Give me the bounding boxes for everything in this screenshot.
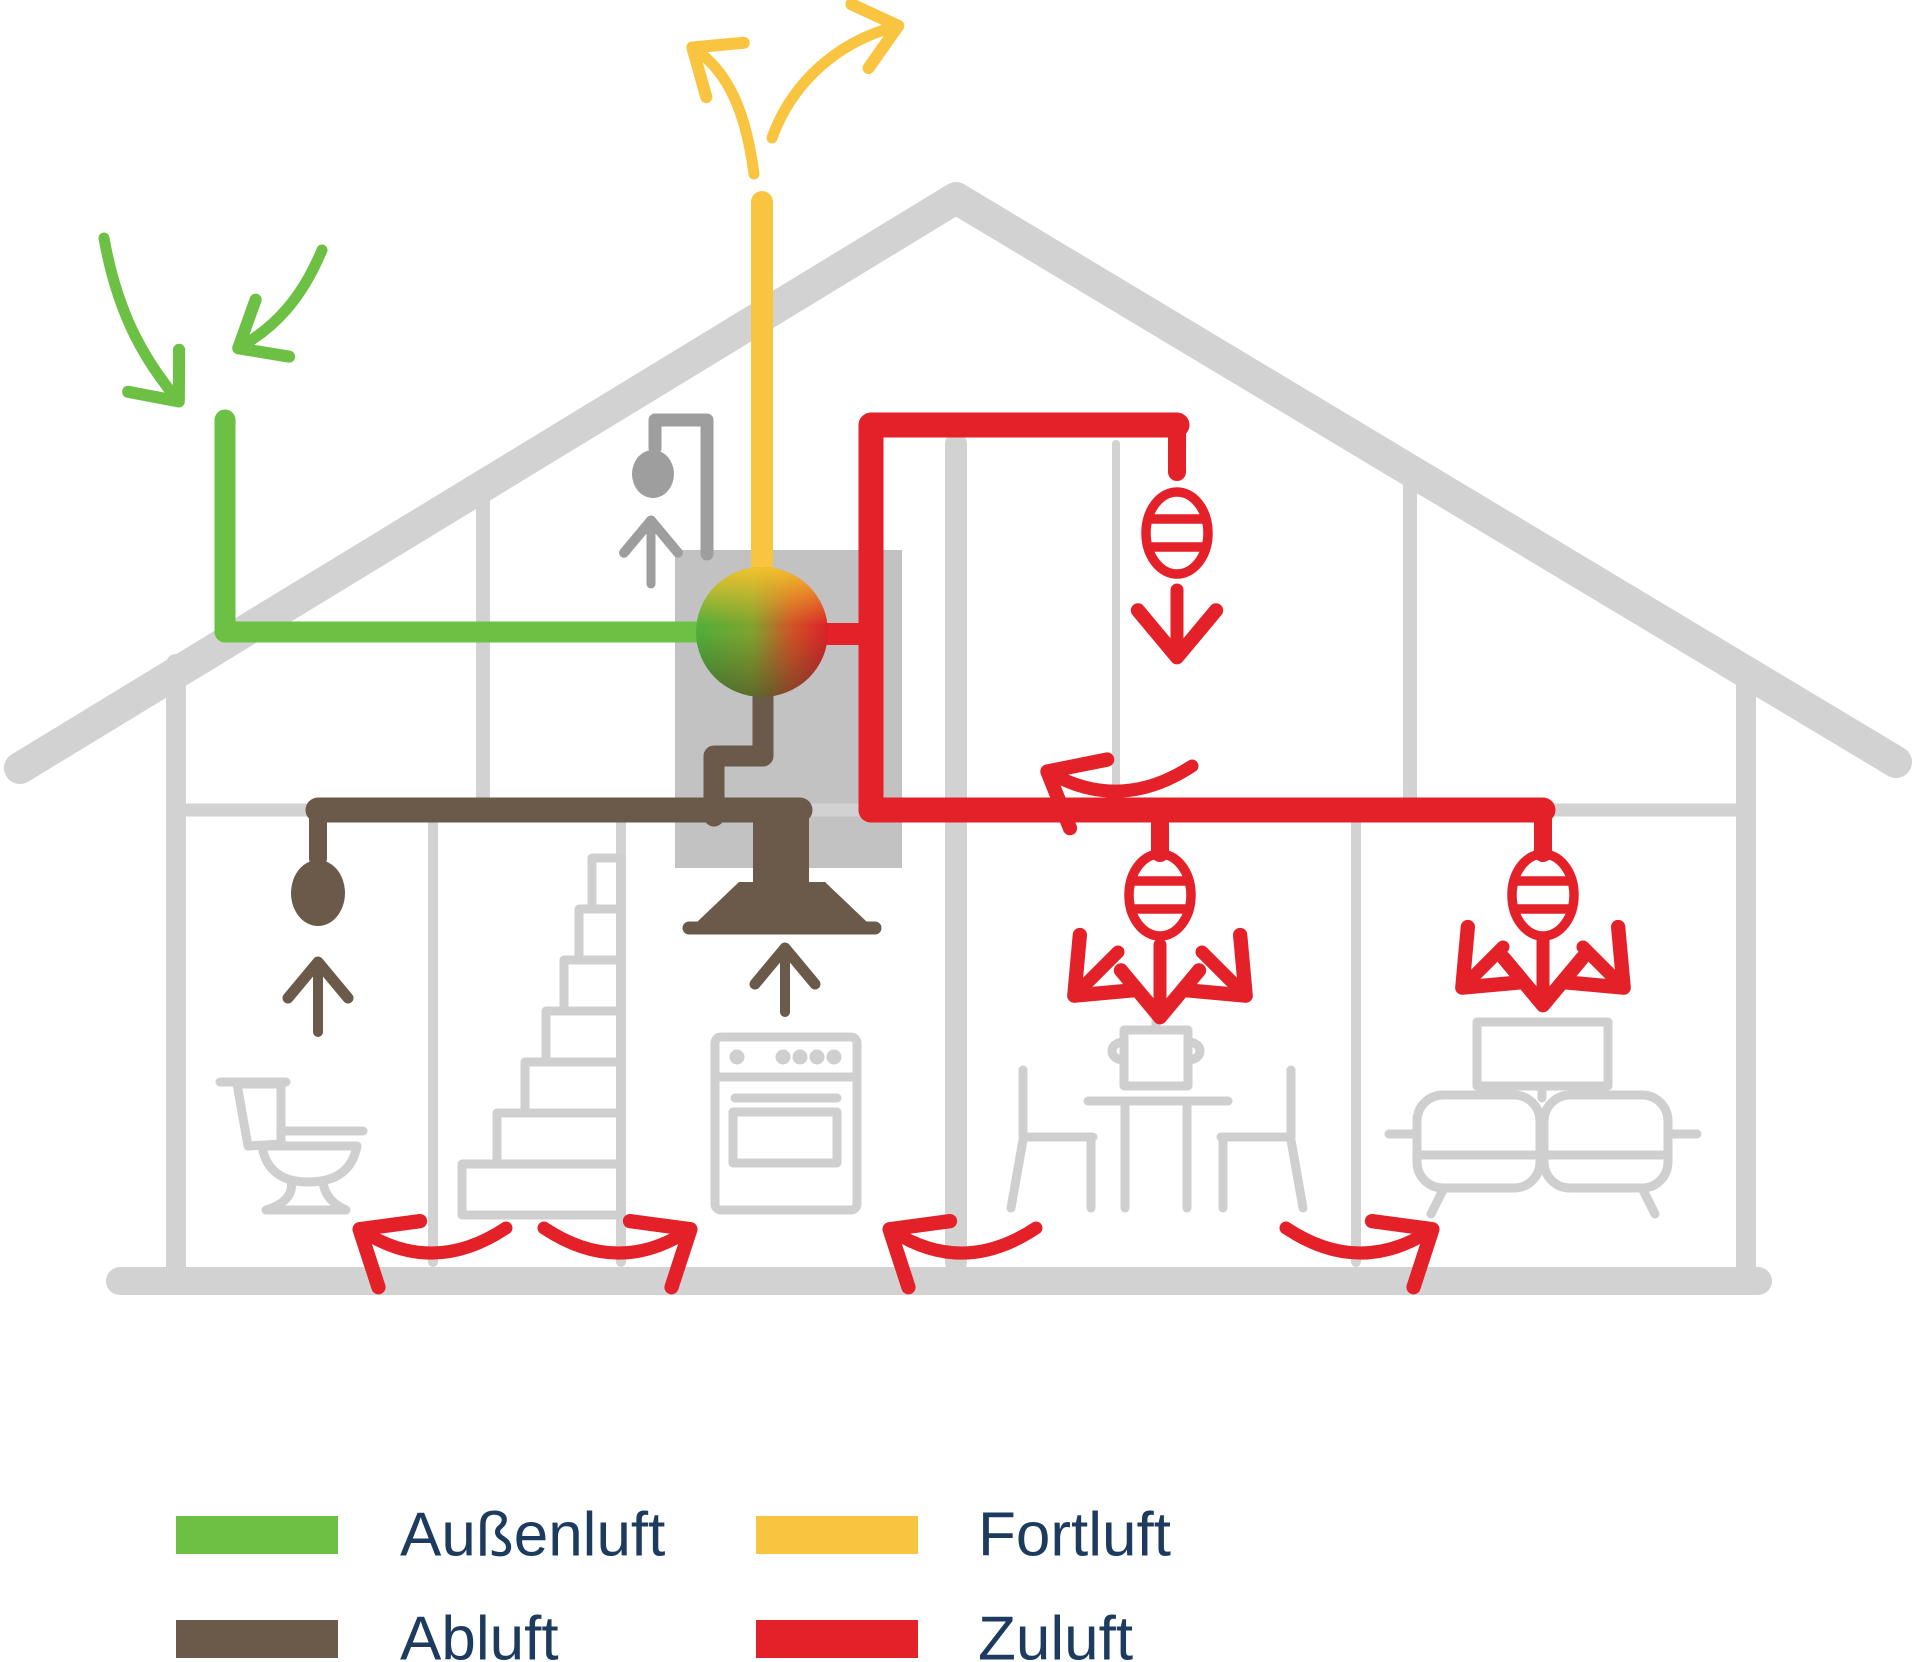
legend-swatch-abluft	[176, 1620, 338, 1658]
sofa-icon	[1384, 1090, 1702, 1219]
attic-extract-duct	[648, 413, 714, 561]
transfer-air-arrow-2-icon	[537, 1213, 698, 1295]
transfer-air-arrow-1-icon	[352, 1213, 513, 1295]
attic-extract-assembly	[619, 413, 714, 589]
house-structure	[4, 182, 1912, 1295]
living-supply-arrows-icon	[1455, 919, 1631, 1013]
oven-icon	[710, 1032, 862, 1215]
legend-label-fortluft: Fortluft	[978, 1501, 1171, 1570]
transfer-air-arrow-upper-icon	[1040, 752, 1199, 836]
dining-supply-valve-icon	[1124, 849, 1196, 941]
bathroom-extract-valve-icon	[291, 860, 345, 926]
transfer-air-arrow-4-icon	[1279, 1213, 1440, 1295]
extract-pipe-unit-zigzag	[703, 681, 774, 827]
exhaust-air-arrow-left-icon	[686, 36, 760, 180]
legend: Außenluft Fortluft Abluft Zuluft	[176, 1501, 1171, 1662]
extract-air-valve-icon	[632, 450, 674, 498]
stairs-icon	[457, 853, 626, 1220]
heat-exchanger-sphere-icon	[696, 567, 828, 697]
outdoor-air-system	[98, 232, 748, 643]
furniture	[215, 853, 1702, 1220]
tv-icon	[1472, 1017, 1613, 1103]
supply-air-system	[352, 412, 1631, 1295]
roof	[4, 182, 1912, 784]
outdoor-air-pipe	[214, 409, 748, 643]
transfer-air-arrow-3-icon	[882, 1213, 1043, 1295]
bedroom-supply-valve-icon	[1141, 487, 1213, 579]
living-supply-valve-icon	[1507, 849, 1579, 941]
legend-label-abluft: Abluft	[400, 1605, 559, 1662]
exhaust-air-system	[686, 0, 905, 611]
extract-air-system	[282, 681, 882, 1037]
legend-swatch-fortluft	[756, 1516, 918, 1554]
outdoor-air-arrow-2-icon	[232, 244, 328, 363]
dining-supply-arrows-icon	[1067, 927, 1253, 1025]
legend-swatch-zuluft	[756, 1620, 918, 1658]
outdoor-air-arrow-1-icon	[98, 232, 186, 408]
legend-label-zuluft: Zuluft	[978, 1605, 1133, 1662]
exhaust-air-arrow-right-icon	[766, 0, 905, 144]
kitchen-hood-chimney	[753, 810, 809, 884]
legend-swatch-aussenluft	[176, 1516, 338, 1554]
supply-pipe-riser	[858, 412, 1190, 823]
toilet-icon	[215, 1077, 368, 1215]
legend-label-aussenluft: Außenluft	[400, 1501, 665, 1570]
kitchen-hood-icon	[697, 882, 867, 922]
dining-table-icon	[1006, 1007, 1308, 1213]
